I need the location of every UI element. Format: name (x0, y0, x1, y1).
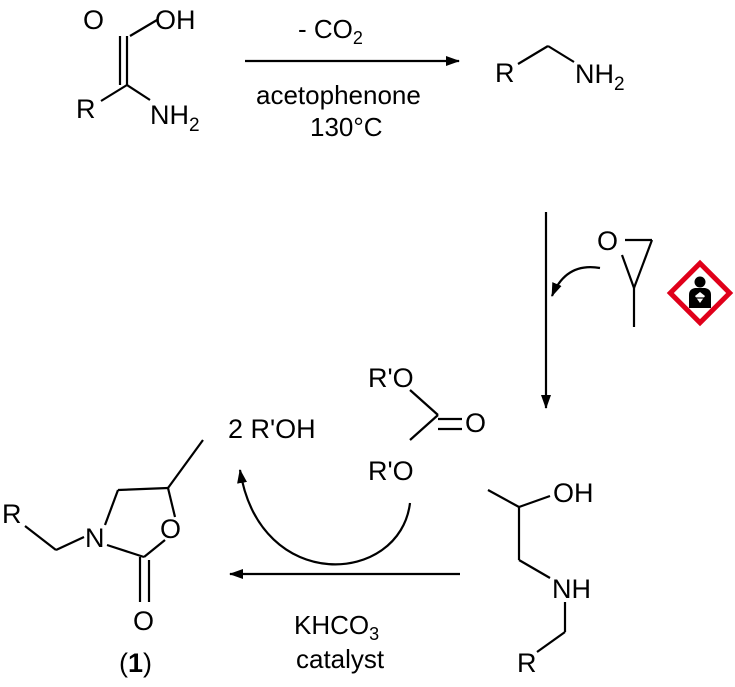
amino-alcohol-structure: OH NH R (487, 478, 594, 678)
secondary-amine-label: NH (552, 574, 591, 604)
epoxide-oxygen-label: O (597, 226, 618, 256)
ring-oxygen-label: O (160, 514, 181, 544)
primary-amine-structure: R NH2 (495, 45, 625, 95)
bond (166, 487, 177, 518)
catalyst-label: catalyst (296, 644, 385, 674)
hydroxyl-label: OH (155, 5, 196, 35)
amine-label: NH2 (575, 59, 625, 95)
propylene-oxide-structure: O (597, 226, 654, 327)
hydroxyl-label: OH (553, 478, 594, 508)
bond (409, 414, 439, 441)
r-group-label: R (2, 499, 22, 529)
amine-label: NH2 (150, 100, 200, 136)
r-group-label: R (76, 94, 96, 124)
ring-nitrogen-label: N (85, 523, 105, 553)
decarboxylation-arrow: - CO2 acetophenone 130°C (245, 14, 460, 142)
bond (143, 539, 166, 558)
bond (167, 439, 204, 489)
alkoxy-top-label: R'O (368, 363, 414, 393)
r-group-label: R (517, 648, 537, 678)
alcohol-byproduct-label: 2 R'OH (228, 414, 316, 444)
compound-number-label: (1) (119, 648, 152, 678)
bond (117, 486, 169, 492)
bond (632, 239, 654, 289)
temperature-label: 130°C (310, 112, 383, 142)
dialkyl-carbonate-structure: R'O O R'O (368, 363, 486, 486)
bond (129, 19, 158, 37)
bond (55, 536, 85, 551)
curved-arrow (550, 266, 601, 297)
carbonyl-oxygen-label: O (133, 606, 154, 636)
oxazolidinone-structure: R N O O (1) (2, 439, 204, 678)
bond (518, 559, 551, 579)
bond (517, 45, 549, 65)
r-group-label: R (495, 58, 515, 88)
bond (106, 543, 145, 559)
bond (620, 254, 636, 289)
carbonate-carbonyl-oxygen-label: O (465, 408, 486, 438)
cyclization-arrow: KHCO3 catalyst (229, 569, 460, 674)
amino-acid-structure: O OH R NH2 (76, 5, 200, 136)
reagent-co2-label: - CO2 (298, 14, 363, 48)
reagent-acetophenone-label: acetophenone (256, 80, 421, 110)
bond (126, 84, 151, 101)
alkoxy-bottom-label: R'O (368, 456, 414, 486)
reagent-khco3-label: KHCO3 (294, 610, 379, 644)
bond (409, 389, 439, 416)
bond (100, 84, 128, 102)
bond (547, 45, 575, 63)
bond (487, 489, 520, 508)
bond (536, 631, 566, 653)
epoxide-addition-arrow (541, 212, 601, 409)
curved-arrow (237, 469, 412, 566)
bond (24, 525, 57, 551)
health-hazard-icon (666, 259, 734, 327)
bond (518, 494, 551, 509)
carbonyl-oxygen-label: O (83, 5, 104, 35)
bond (103, 489, 120, 526)
